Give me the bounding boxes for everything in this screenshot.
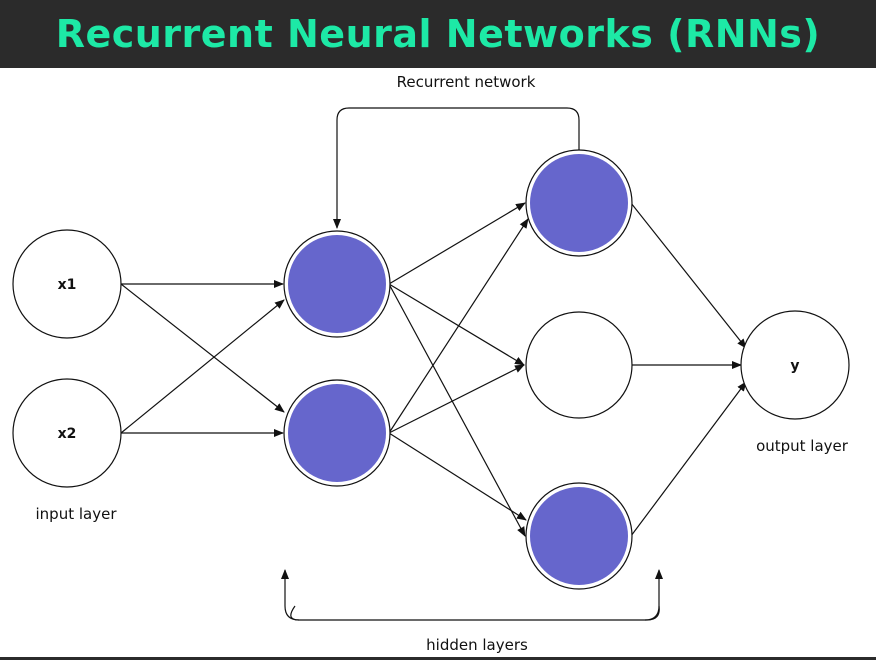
- connections: [120, 107, 747, 621]
- edge-x1-h1b: [120, 283, 285, 413]
- edge-h1a-h2c: [388, 283, 526, 537]
- edge-h2c-y: [630, 381, 747, 537]
- hidden-node-1a: [283, 230, 391, 338]
- node-label-x2: x2: [58, 426, 77, 442]
- hidden-node-2b: [525, 311, 633, 419]
- node-label-x1: x1: [58, 277, 77, 293]
- output-layer-label: output layer: [756, 437, 849, 455]
- hidden-layers-label: hidden layers: [426, 636, 528, 654]
- edge-h1b-h2b: [388, 364, 525, 434]
- hidden-node-2c: [525, 482, 633, 590]
- bracket-corner-right: [644, 605, 660, 621]
- edge-h1b-h2a: [388, 218, 529, 434]
- title-banner: Recurrent Neural Networks (RNNs): [0, 0, 876, 68]
- diagram-title: Recurrent Neural Networks (RNNs): [55, 12, 821, 56]
- hidden-node-2a: [525, 149, 633, 257]
- bottom-border: [0, 657, 876, 660]
- edge-x2-h1a: [120, 299, 285, 434]
- input-node-x2: x2: [12, 378, 122, 488]
- edge-h1a-h2a: [388, 202, 526, 285]
- edge-h2a-y: [630, 202, 747, 349]
- input-layer-label: input layer: [36, 505, 118, 523]
- hidden-layers-bracket-left: [290, 605, 660, 621]
- edge-h1b-h2c: [388, 432, 527, 521]
- input-node-x1: x1: [12, 229, 122, 339]
- recurrent-loop: [333, 107, 580, 229]
- hidden-node-1b: [283, 379, 391, 487]
- edge-h1a-h2b: [388, 283, 525, 366]
- node-label-y: y: [790, 358, 799, 374]
- bracket-corner-left: [284, 605, 300, 621]
- recurrent-network-label: Recurrent network: [397, 73, 536, 91]
- output-node-y: y: [740, 310, 850, 420]
